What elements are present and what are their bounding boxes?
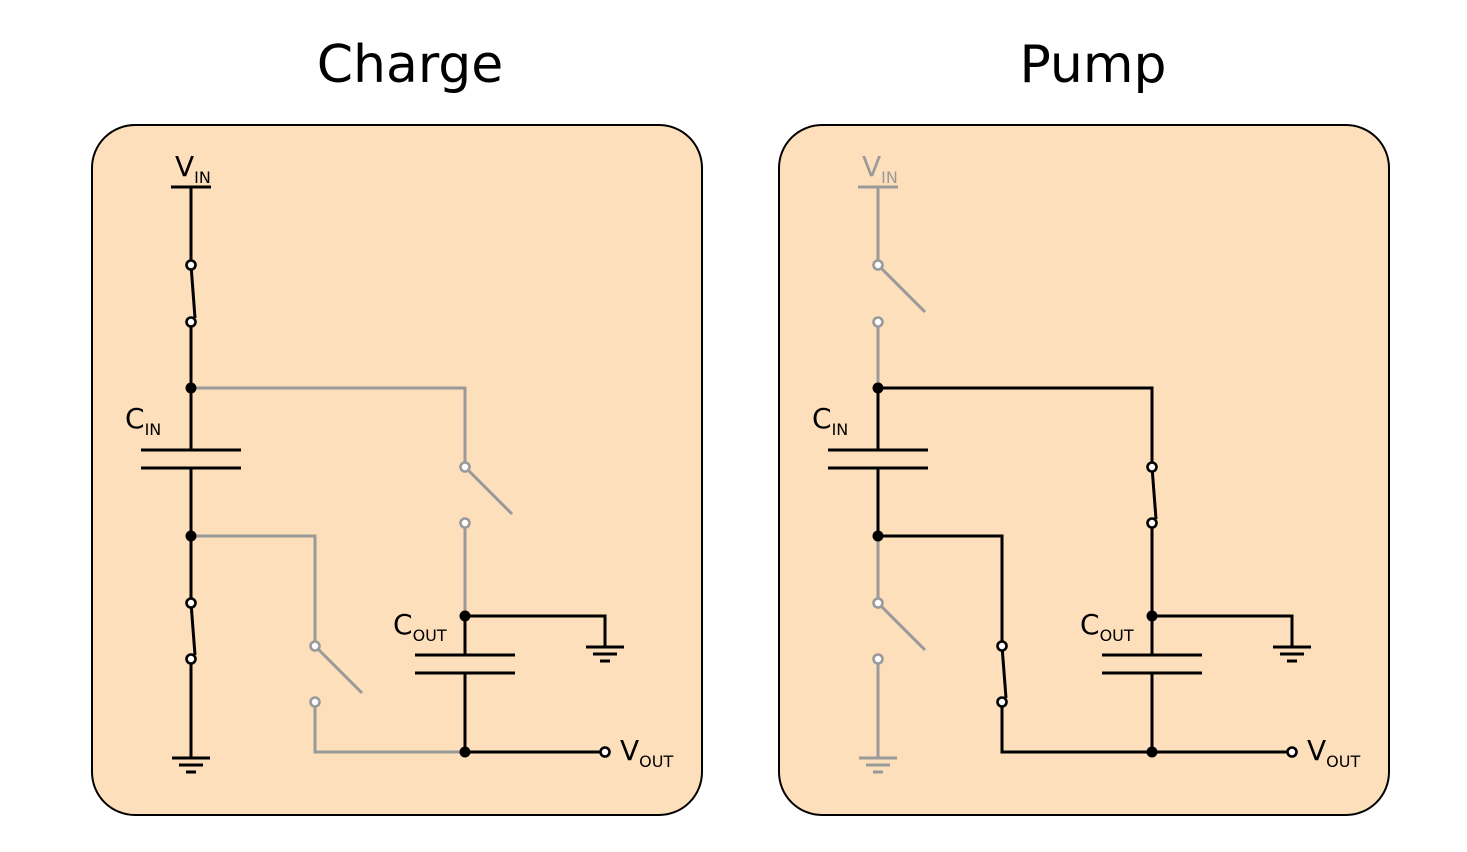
cout-label-subscript: OUT [1100, 626, 1134, 645]
cout-top-to-ground-wire [1152, 614, 1294, 646]
vout-label: VOUT [1307, 734, 1360, 771]
switch-s2-contact-top [872, 597, 884, 609]
switch-s1-blade [189, 264, 197, 319]
switch-s1-contact-top [185, 259, 197, 271]
node-cout-top [1146, 610, 1158, 622]
vout-terminal [1286, 746, 1298, 758]
cout-label: COUT [1080, 608, 1134, 645]
vin-label-subscript: IN [881, 168, 898, 187]
cin-label: CIN [812, 402, 848, 439]
node-cout-bottom [459, 746, 471, 758]
vin-label-subscript: IN [194, 168, 211, 187]
s4-to-vout-wire [1000, 707, 1152, 754]
node-cin-bottom [185, 530, 197, 542]
cin-label-subscript: IN [832, 420, 849, 439]
cin-label: CIN [125, 402, 161, 439]
cin-top-to-s3-wire [878, 386, 1154, 462]
switch-s1-contact-bottom [872, 316, 884, 328]
vin-label-main: V [862, 150, 881, 183]
vout-terminal [599, 746, 611, 758]
node-cin-top [872, 382, 884, 394]
cout-label: COUT [393, 608, 447, 645]
switch-s2-blade [189, 602, 197, 656]
s4-to-vout-wire [313, 707, 465, 754]
pump-phase-title: Pump [1019, 35, 1167, 95]
charge-phase-title: Charge [316, 35, 504, 95]
switch-s4-contact-top [309, 640, 321, 652]
switch-s4-contact-bottom [996, 696, 1008, 708]
vout-label: VOUT [620, 734, 673, 771]
cout-label-main: C [393, 608, 413, 641]
switch-s2-blade [876, 601, 927, 652]
switch-s2-contact-bottom [185, 653, 197, 665]
cin-bottom-to-s4-wire [191, 534, 317, 641]
node-cin-bottom [872, 530, 884, 542]
switch-s4-contact-bottom [309, 696, 321, 708]
cout-label-subscript: OUT [413, 626, 447, 645]
switch-s3-contact-bottom [459, 517, 471, 529]
switch-s3-blade [1150, 466, 1158, 520]
switch-s4-blade [313, 644, 364, 695]
switch-s3-contact-bottom [1146, 517, 1158, 529]
cin-top-to-s3-wire [191, 386, 467, 462]
switch-s3-contact-top [1146, 461, 1158, 473]
node-cin-top [185, 382, 197, 394]
vout-label-subscript: OUT [1326, 752, 1360, 771]
switch-s1-blade [876, 263, 927, 314]
vout-label-main: V [620, 734, 639, 767]
cout-label-main: C [1080, 608, 1100, 641]
switch-s2-contact-bottom [872, 653, 884, 665]
vin-label-main: V [175, 150, 194, 183]
switch-s3-blade [463, 465, 514, 516]
vout-label-subscript: OUT [639, 752, 673, 771]
vout-label-main: V [1307, 734, 1326, 767]
switch-s4-blade [1000, 645, 1008, 699]
cin-label-main: C [812, 402, 832, 435]
switch-s4-contact-top [996, 640, 1008, 652]
cin-label-subscript: IN [145, 420, 162, 439]
cin-label-main: C [125, 402, 145, 435]
vin-label: VIN [175, 150, 211, 187]
switch-s2-contact-top [185, 597, 197, 609]
node-cout-bottom [1146, 746, 1158, 758]
cout-top-to-ground-wire [465, 614, 607, 646]
node-cout-top [459, 610, 471, 622]
switch-s3-contact-top [459, 461, 471, 473]
switch-s1-contact-top [872, 259, 884, 271]
cin-bottom-to-s4-wire [878, 534, 1004, 641]
vin-label: VIN [862, 150, 898, 187]
switch-s1-contact-bottom [185, 316, 197, 328]
